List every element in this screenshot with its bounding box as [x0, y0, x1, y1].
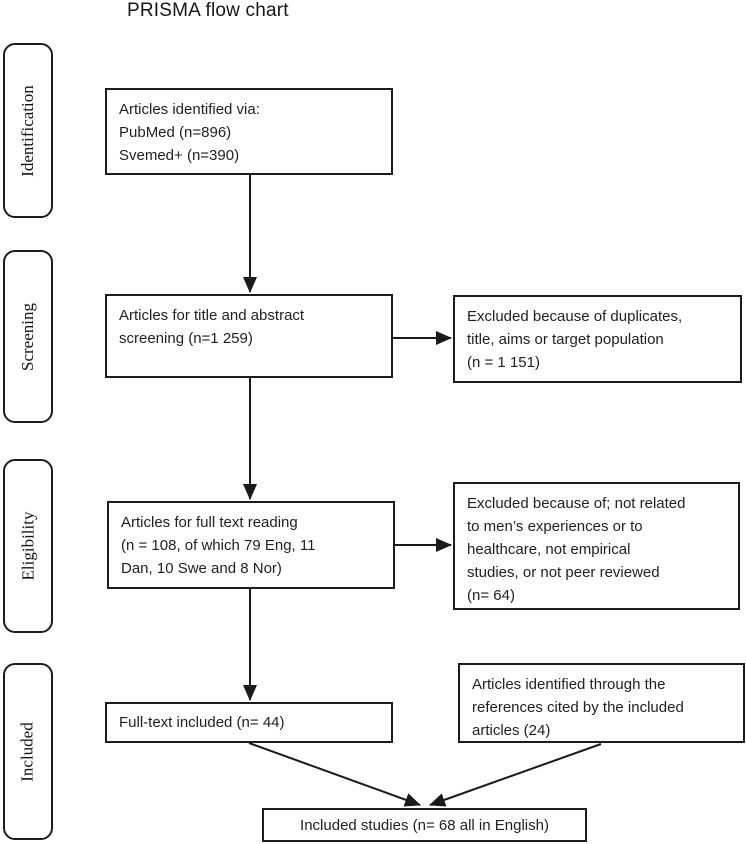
stage-label-identification: Identification	[3, 43, 53, 218]
stage-label-text: Identification	[18, 84, 38, 177]
box-excluded-not-related: Excluded because of; not related to men’…	[453, 482, 740, 610]
box-full-text-reading: Articles for full text reading (n = 108,…	[107, 501, 395, 589]
stage-label-text: Included	[18, 721, 38, 782]
stage-label-text: Eligibility	[18, 511, 38, 581]
box-full-text-included: Full-text included (n= 44)	[105, 702, 393, 743]
box-articles-identified: Articles identified via: PubMed (n=896) …	[105, 88, 393, 175]
arrow-references-to-studies	[429, 743, 602, 807]
box-references-cited: Articles identified through the referenc…	[458, 663, 745, 743]
stage-label-screening: Screening	[3, 250, 53, 423]
box-included-studies: Included studies (n= 68 all in English)	[262, 808, 587, 842]
arrow-fulltext-included-to-studies	[248, 742, 421, 807]
stage-label-included: Included	[3, 663, 53, 840]
box-excluded-duplicates: Excluded because of duplicates, title, a…	[453, 295, 742, 383]
chart-title: PRISMA flow chart	[127, 0, 289, 21]
stage-label-eligibility: Eligibility	[3, 459, 53, 633]
box-title-abstract-screening: Articles for title and abstract screenin…	[105, 294, 393, 378]
stage-label-text: Screening	[18, 302, 38, 371]
